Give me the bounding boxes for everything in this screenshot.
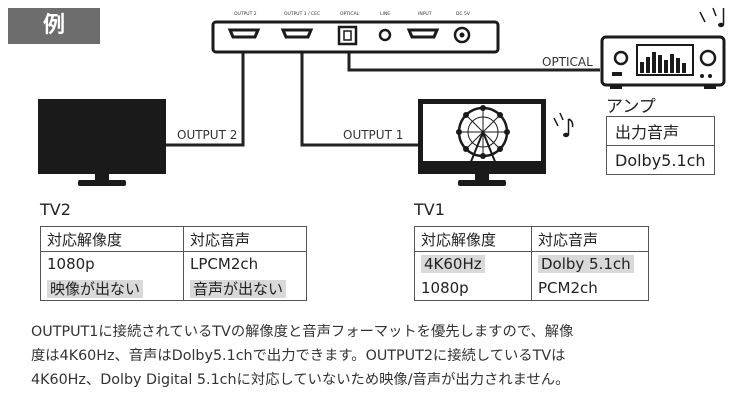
tv2-res-2: 映像が出ない bbox=[47, 279, 144, 298]
svg-text:INPUT: INPUT bbox=[418, 11, 432, 17]
description-line-2: 度は4K60Hz、音声はDolby5.1chで出力できます。OUTPUT2に接続… bbox=[31, 348, 566, 364]
tv1-col-audio: 対応音声 bbox=[531, 226, 649, 252]
amp-name: アンプ bbox=[606, 97, 656, 117]
tv2-audio-2: 音声が出ない bbox=[190, 279, 287, 298]
tv2-audio-1: LPCM2ch bbox=[183, 251, 307, 276]
tv1-name: TV1 bbox=[414, 200, 445, 219]
description-line-3: 4K60Hz、Dolby Digital 5.1chに対応していないため映像/音… bbox=[31, 372, 570, 388]
svg-text:DC 5V: DC 5V bbox=[456, 11, 471, 17]
tv2-spec-table: 対応解像度 対応音声 1080p LPCM2ch 映像が出ない 音声が出ない bbox=[40, 226, 307, 301]
tv1-res-1: 4K60Hz bbox=[421, 255, 485, 273]
cable-label-optical: OPTICAL bbox=[542, 55, 593, 69]
amp-value: Dolby5.1ch bbox=[606, 145, 715, 175]
tv1-col-resolution: 対応解像度 bbox=[414, 226, 532, 252]
optical-port bbox=[337, 25, 358, 46]
tv2-col-audio: 対応音声 bbox=[183, 226, 307, 252]
description-text: OUTPUT1に接続されているTVの解像度と音声フォーマットを優先しますので、解… bbox=[31, 320, 721, 392]
hdmi-port-output2 bbox=[227, 28, 261, 39]
tv2-illustration bbox=[38, 99, 166, 186]
line-port bbox=[378, 28, 392, 42]
tv2-name: TV2 bbox=[40, 200, 71, 219]
cable-output2 bbox=[166, 30, 245, 147]
tv1-audio-1: Dolby 5.1ch bbox=[538, 255, 634, 273]
dc-port bbox=[453, 26, 471, 44]
tv1-spec-table: 対応解像度 対応音声 4K60Hz Dolby 5.1ch 1080p PCM2… bbox=[414, 226, 649, 301]
tv2-res-1: 1080p bbox=[40, 251, 184, 276]
cable-label-output1: OUTPUT 1 bbox=[343, 128, 404, 142]
amp-header: 出力音声 bbox=[606, 116, 715, 146]
splitter-device: OUTPUT 2 OUTPUT 1 / CEC OPTICAL LINE INP… bbox=[211, 10, 500, 54]
connection-diagram: OUTPUT 2 OUTPUT 1 / CEC OPTICAL LINE INP… bbox=[38, 7, 726, 186]
hdmi-port-input bbox=[406, 28, 440, 39]
tv1-audio-2: PCM2ch bbox=[531, 276, 649, 301]
tv2-col-resolution: 対応解像度 bbox=[40, 226, 184, 252]
cable-label-output2: OUTPUT 2 bbox=[177, 128, 238, 142]
amp-output-table: 出力音声 Dolby5.1ch bbox=[606, 116, 715, 175]
hdmi-port-output1 bbox=[280, 28, 314, 39]
cable-lines bbox=[166, 30, 600, 147]
cable-optical bbox=[347, 52, 600, 72]
svg-text:LINE: LINE bbox=[380, 11, 390, 17]
amplifier bbox=[600, 35, 726, 89]
tv1-illustration bbox=[418, 99, 546, 186]
ferris-wheel-gondolas bbox=[456, 105, 510, 159]
tv1-res-2: 1080p bbox=[414, 276, 532, 301]
svg-text:OPTICAL: OPTICAL bbox=[340, 11, 360, 17]
music-note-icon-tv1 bbox=[553, 112, 574, 138]
svg-text:OUTPUT 1 / CEC: OUTPUT 1 / CEC bbox=[284, 11, 320, 17]
example-badge: 例 bbox=[8, 8, 100, 44]
cable-output1 bbox=[300, 30, 418, 147]
music-note-icon-amp bbox=[699, 7, 725, 28]
description-line-1: OUTPUT1に接続されているTVの解像度と音声フォーマットを優先しますので、解… bbox=[31, 324, 574, 340]
svg-text:OUTPUT 2: OUTPUT 2 bbox=[234, 11, 257, 17]
